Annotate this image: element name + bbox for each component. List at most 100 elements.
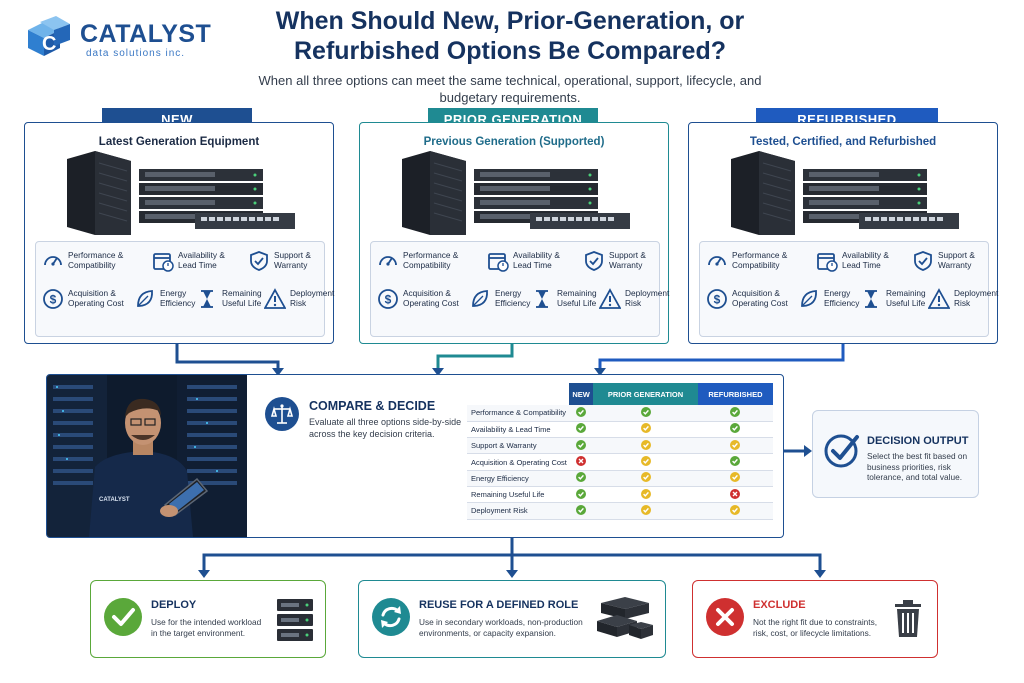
mark-partial-prior-generation: [593, 470, 698, 487]
row-criterion: Performance & Compatibility: [467, 405, 569, 422]
criterion-label: Acquisition & Operating Cost: [732, 288, 788, 308]
criterion-risk: Deployment Risk: [598, 288, 670, 312]
mark-partial-refurbished: [697, 470, 773, 487]
compare-title: COMPARE & DECIDE: [309, 399, 436, 413]
outcome-exclude-title: EXCLUDE: [753, 599, 806, 611]
compare-decide-section: CATALYST COMPARE & DECIDE Evaluate all t…: [46, 374, 784, 538]
option-panel-prior-generation: Previous Generation (Supported)Performan…: [359, 122, 669, 344]
compare-description: Evaluate all three options side-by-side …: [309, 417, 462, 439]
table-header-new: NEW: [569, 383, 594, 405]
table-row: Remaining Useful Life: [467, 486, 773, 504]
criterion-performance: Performance & Compatibility: [42, 250, 123, 274]
brand-name: CATALYST: [80, 20, 212, 48]
criterion-label: Availability & Lead Time: [842, 250, 889, 270]
svg-text:$: $: [385, 293, 392, 307]
svg-text:$: $: [50, 293, 57, 307]
criterion-availability: Availability & Lead Time: [152, 250, 225, 274]
criterion-label: Performance & Compatibility: [68, 250, 124, 270]
criterion-energy: Energy Efficiency: [134, 288, 195, 312]
criteria-grid: Performance & Compatibility Availability …: [370, 241, 669, 337]
criterion-support: Support & Warranty: [248, 250, 311, 274]
criterion-label: Energy Efficiency: [160, 288, 196, 308]
criterion-label: Performance & Compatibility: [732, 250, 788, 270]
criterion-availability: Availability & Lead Time: [816, 250, 889, 274]
panel-subtitle: Latest Generation Equipment: [98, 136, 260, 148]
availability-icon: [487, 250, 513, 274]
criterion-label: Support & Warranty: [609, 250, 646, 270]
table-row: Acquisition & Operating Cost: [467, 453, 773, 471]
energy-icon: [134, 288, 160, 312]
deploy-check-icon: [104, 598, 142, 636]
mark-partial-refurbished: [697, 437, 773, 455]
mark-check-new: [569, 486, 594, 504]
useful-life-icon: [860, 288, 886, 312]
criterion-cost: $ Acquisition & Operating Cost: [377, 288, 459, 312]
server-stack-icon: [277, 599, 313, 641]
criterion-label: Remaining Useful Life: [222, 288, 262, 308]
energy-icon: [798, 288, 824, 312]
risk-icon: [598, 288, 625, 312]
availability-icon: [152, 250, 178, 274]
table-header-blank: [467, 383, 569, 405]
mark-check-refurbished: [697, 405, 773, 422]
server-hardware: [729, 151, 969, 235]
mark-check-refurbished: [697, 421, 773, 439]
useful-life-icon: [196, 288, 222, 312]
mark-partial-prior-generation: [593, 486, 698, 504]
performance-icon: [42, 250, 68, 274]
criterion-label: Availability & Lead Time: [513, 250, 560, 270]
outcome-reuse: REUSE FOR A DEFINED ROLE Use in secondar…: [358, 580, 666, 658]
mark-check-new: [569, 470, 594, 487]
row-criterion: Deployment Risk: [467, 502, 569, 520]
server-hardware: [400, 151, 640, 235]
comparison-table: NEW PRIOR GENERATION REFURBISHED Perform…: [467, 383, 773, 520]
mark-partial-refurbished: [697, 502, 773, 520]
table-row: Performance & Compatibility: [467, 405, 773, 422]
criterion-risk: Deployment Risk: [263, 288, 334, 312]
criterion-label: Deployment Risk: [625, 288, 670, 308]
criterion-label: Availability & Lead Time: [178, 250, 225, 270]
criterion-useful-life: Remaining Useful Life: [531, 288, 597, 312]
criterion-useful-life: Remaining Useful Life: [860, 288, 926, 312]
criterion-label: Energy Efficiency: [824, 288, 860, 308]
support-icon: [912, 250, 938, 274]
technician-photo: CATALYST: [47, 375, 247, 537]
support-icon: [583, 250, 609, 274]
criterion-performance: Performance & Compatibility: [706, 250, 787, 274]
criterion-label: Acquisition & Operating Cost: [403, 288, 459, 308]
performance-icon: [706, 250, 732, 274]
decision-title: DECISION OUTPUT: [867, 435, 969, 447]
criterion-label: Acquisition & Operating Cost: [68, 288, 124, 308]
server-hardware-illustration: [67, 151, 295, 235]
table-row: Energy Efficiency: [467, 470, 773, 487]
criterion-label: Support & Warranty: [274, 250, 311, 270]
svg-text:$: $: [714, 293, 721, 307]
energy-icon: [469, 288, 495, 312]
scale-icon: [265, 397, 299, 431]
criterion-energy: Energy Efficiency: [798, 288, 859, 312]
criterion-cost: $ Acquisition & Operating Cost: [42, 288, 124, 312]
svg-text:CATALYST: CATALYST: [99, 497, 130, 503]
risk-icon: [263, 288, 290, 312]
criterion-support: Support & Warranty: [912, 250, 975, 274]
hardware-modules-icon: [597, 597, 653, 639]
catalyst-logo-icon: C: [28, 16, 70, 56]
mark-check-refurbished: [697, 453, 773, 471]
table-header-prior-generation: PRIOR GENERATION: [593, 383, 698, 405]
row-criterion: Remaining Useful Life: [467, 486, 569, 504]
criterion-risk: Deployment Risk: [927, 288, 998, 312]
outcome-exclude-description: Not the right fit due to constraints, ri…: [753, 617, 878, 638]
outcome-reuse-title: REUSE FOR A DEFINED ROLE: [419, 599, 579, 611]
panel-subtitle: Tested, Certified, and Refurbished: [749, 136, 937, 148]
table-header-refurbished: REFURBISHED: [697, 383, 773, 405]
criterion-label: Performance & Compatibility: [403, 250, 459, 270]
support-icon: [248, 250, 274, 274]
outcome-deploy: DEPLOY Use for the intended workload in …: [90, 580, 326, 658]
mark-check-new: [569, 405, 594, 422]
risk-icon: [927, 288, 954, 312]
trash-icon: [895, 600, 921, 637]
cost-icon: $: [42, 288, 68, 312]
performance-icon: [377, 250, 403, 274]
